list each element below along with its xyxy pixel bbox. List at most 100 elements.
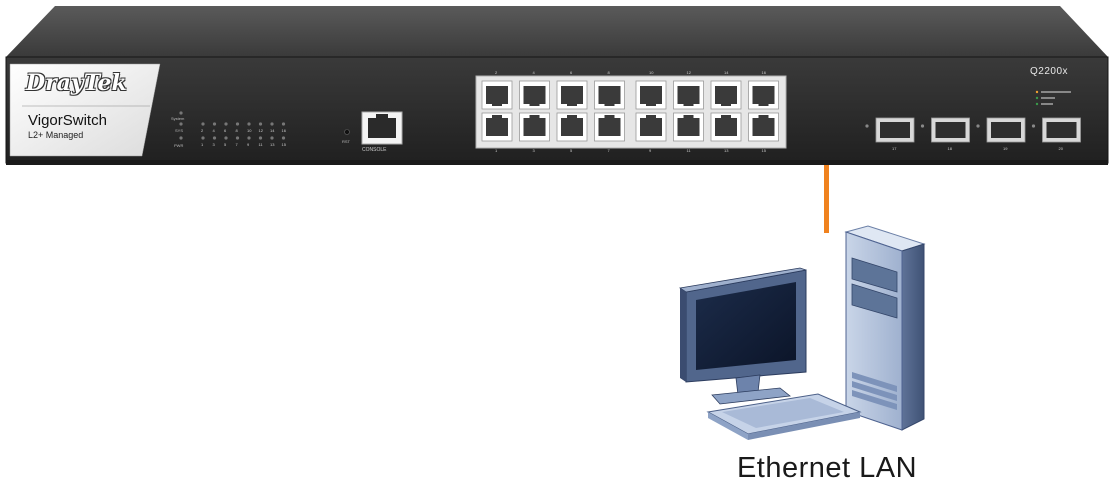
port-number-top: 6 [570,70,573,75]
led [212,136,217,140]
led-number-top: 16 [281,128,286,133]
port-number-top: 8 [607,70,610,75]
port-number-bottom: 3 [532,148,535,153]
computer-tower [844,225,926,431]
rj45-port-opening [486,118,508,136]
sfp-led [1031,124,1036,128]
led [281,136,286,140]
led [224,122,228,126]
rj45-port-opening [715,86,737,104]
port-number-bottom: 11 [686,148,691,153]
rj45-port-opening [715,118,737,136]
product-subtitle: L2+ Managed [28,130,84,140]
led [224,136,228,140]
rj45-port-clip [646,115,656,118]
rj45-port-opening [677,118,700,136]
led-number-bottom: 7 [235,142,238,147]
led-number-bottom: 15 [281,142,286,147]
led-number-top: 8 [235,128,238,133]
led-number-bottom: 3 [212,142,215,147]
sfp-number: 18 [947,146,952,151]
led [179,111,183,115]
chassis-top [6,6,1108,57]
led [179,122,183,126]
rj45-port-opening [640,86,662,104]
led [247,122,251,126]
led-number-bottom: 1 [201,142,204,147]
port-number-bottom: 13 [724,148,729,153]
ethernet-cable [824,165,829,233]
rj45-port-opening [677,86,700,104]
rj45-port-clip [567,103,577,106]
led-number-top: 2 [201,128,204,133]
sfp-port-slot [880,122,910,138]
rj45-port-clip [646,103,656,106]
rj45-port-clip [604,103,615,106]
rj45-port-clip [492,103,502,106]
port-number-top: 4 [532,70,535,75]
sfp-number: 17 [892,146,897,151]
sfp-led [920,124,925,128]
status-leds [179,111,286,140]
rj45-port-opening [752,86,775,104]
sfp-legend [1035,90,1071,106]
rj45-port-clip [758,103,769,106]
rj45-port-opening [598,118,621,136]
led-number-top: 14 [270,128,275,133]
led [247,136,251,140]
rj45-port-clip [721,115,731,118]
led-number-top: 4 [212,128,215,133]
rj45-port-clip [683,115,694,118]
sfp-number: 20 [1058,146,1063,151]
reset-button [344,129,350,135]
sfp-led [865,124,869,128]
rj45-port-opening [561,118,583,136]
led-number-bottom: 5 [224,142,227,147]
rj45-port-opening [523,86,546,104]
console-label: CONSOLE [362,147,387,153]
rj45-port-opening [561,86,583,104]
rj45-port-clip [683,103,694,106]
led-number-bottom: 9 [247,142,250,147]
led [201,136,205,140]
rj45-port-clip [529,103,540,106]
rj45-port-clip [492,115,502,118]
port-number-bottom: 7 [607,148,610,153]
sfp-ports [865,117,1081,143]
reset-label: RST [342,139,350,144]
port-number-bottom: 1 [495,148,498,153]
rj45-ports [481,80,779,142]
led [270,122,274,126]
model-name: Q2200x [1030,66,1069,77]
led [281,122,286,126]
sfp-port-slot [1046,122,1077,138]
led [258,122,263,126]
port-number-top: 14 [724,70,729,75]
port-number-bottom: 15 [761,148,766,153]
sfp-port-slot [935,122,966,138]
rj45-port-opening [598,86,621,104]
computer-keyboard [706,393,862,440]
led-number-bottom: 13 [270,142,275,147]
rj45-port-opening [486,86,508,104]
led-number-top: 12 [258,128,263,133]
led-number-bottom: 11 [258,142,263,147]
computer-monitor [678,267,807,405]
rj45-port-clip [758,115,769,118]
led [179,136,183,140]
led [258,136,263,140]
rj45-port-opening [640,118,662,136]
led [270,136,274,140]
rj45-port-clip [567,115,577,118]
led [201,122,205,126]
rj45-port-clip [604,115,615,118]
rj45-port-clip [529,115,540,118]
led-label-system: System [171,116,185,121]
rj45-port-clip [721,103,731,106]
led-label-pwr: PWR [174,143,184,148]
port-number-bottom: 5 [570,148,573,153]
port-number-top: 16 [761,70,766,75]
console-port [361,111,403,145]
led [212,122,217,126]
